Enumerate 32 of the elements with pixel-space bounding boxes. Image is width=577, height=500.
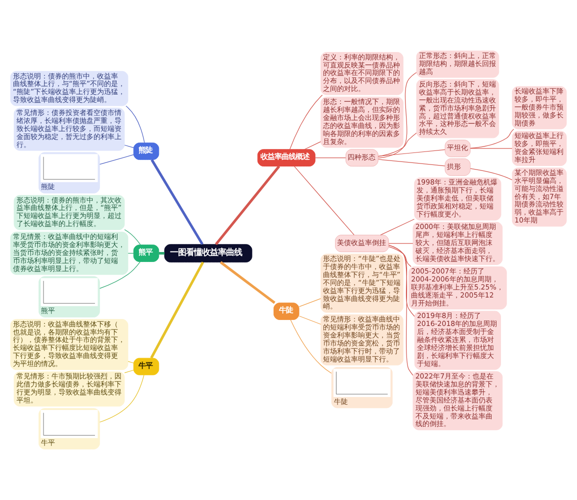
connector (99, 261, 140, 289)
connector (470, 128, 514, 148)
connector (388, 244, 415, 317)
connector (298, 298, 322, 307)
connector (150, 159, 204, 245)
connector (124, 370, 134, 374)
connector (470, 148, 512, 149)
connector (214, 165, 280, 246)
connector (378, 72, 417, 158)
connector (388, 244, 414, 376)
connector (470, 168, 512, 180)
connector (124, 229, 141, 246)
connector (388, 243, 414, 244)
connector (128, 361, 134, 364)
connector (388, 246, 412, 267)
connector (99, 154, 134, 165)
connector (304, 141, 321, 150)
connector (158, 252, 164, 255)
connector (290, 94, 323, 150)
connector (126, 106, 145, 143)
connector (380, 218, 415, 236)
connector (294, 166, 354, 236)
connector (378, 159, 446, 166)
connector (378, 132, 417, 157)
connector (378, 149, 446, 157)
connector (298, 316, 322, 325)
connector (124, 144, 134, 148)
connector (100, 374, 144, 422)
connector (150, 262, 204, 359)
node-box: 一图看懂收益率曲线 (164, 244, 252, 262)
connector (290, 320, 332, 374)
connector (220, 261, 276, 304)
